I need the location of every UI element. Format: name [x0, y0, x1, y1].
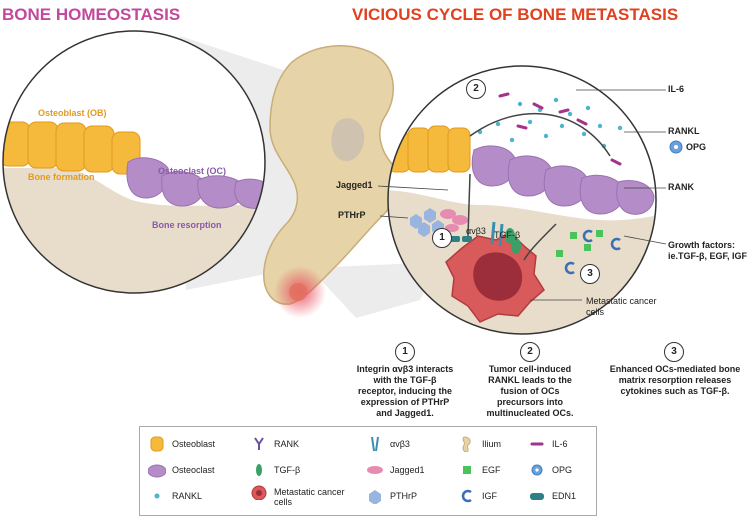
- edn1-icon: [530, 493, 544, 500]
- pthrp-icon: [369, 490, 381, 504]
- growth-factors-label-2: ie.TGF-β, EGF, IGF: [668, 251, 747, 261]
- growth-factors-label-1: Growth factors:: [668, 240, 736, 250]
- jagged1-label: Jagged1: [336, 180, 373, 190]
- ilium-bone: [263, 45, 399, 318]
- legend: Osteoblast Osteoclast RANKL RANK TGF-β M…: [139, 426, 597, 516]
- cancer-label-2: cells: [586, 307, 605, 317]
- opg-label: OPG: [686, 142, 707, 152]
- bone-homeostasis-title: BONE HOMEOSTASIS: [2, 5, 181, 24]
- tgfb-icon: [256, 464, 262, 476]
- metastasis-circle-border: [387, 65, 657, 335]
- step-2-badge: 2: [520, 342, 540, 362]
- rank-icon: [254, 437, 264, 450]
- illustration: [2, 30, 683, 335]
- cancer-label-1: Metastatic cancer: [586, 296, 657, 306]
- step-3-marker: 3: [580, 264, 600, 284]
- osteoblast-icon: [150, 436, 164, 452]
- jagged1-icon: [367, 466, 383, 474]
- il6-label: IL-6: [668, 84, 685, 94]
- ilium-icon: [462, 436, 471, 452]
- vicious-cycle-title: VICIOUS CYCLE OF BONE METASTASIS: [352, 5, 679, 24]
- homeostasis-circle-border: [2, 30, 266, 294]
- bone-resorption-label: Bone resorption: [152, 220, 222, 230]
- tgfb-label: TGF-β: [494, 230, 521, 240]
- step-1-badge: 1: [395, 342, 415, 362]
- step-3-badge: 3: [664, 342, 684, 362]
- homeostasis-circle: [3, 31, 265, 293]
- zoom-cone-right: [310, 262, 440, 318]
- avb3-label: αvβ3: [466, 226, 486, 236]
- rankl-icon: [154, 493, 160, 499]
- osteoclast-label: Osteoclast (OC): [158, 166, 227, 176]
- rankl-label: RANKL: [668, 126, 700, 136]
- integrin-icon: [371, 436, 379, 452]
- opg-icon: [531, 464, 543, 476]
- osteoclast-icon: [148, 464, 166, 478]
- egf-icon: [463, 466, 471, 474]
- il6-icon: [530, 442, 544, 446]
- cancer-cell-icon: [251, 485, 267, 500]
- osteoblast-label: Osteoblast (OB): [38, 108, 107, 118]
- step-1-marker: 1: [432, 228, 452, 248]
- rank-label: RANK: [668, 182, 694, 192]
- metastasis-circle: [388, 66, 656, 334]
- pthrp-label: PTHrP: [338, 210, 366, 220]
- igf-icon: [461, 489, 472, 503]
- step-2-marker: 2: [466, 79, 486, 99]
- bone-formation-label: Bone formation: [28, 172, 95, 182]
